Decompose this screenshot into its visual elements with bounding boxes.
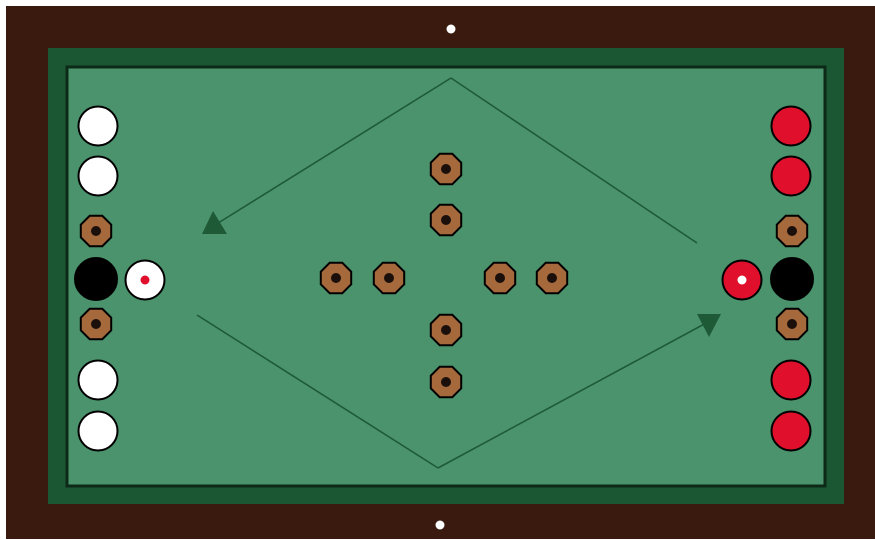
center-bumper-6	[537, 263, 567, 293]
black-piece-left[interactable]	[75, 258, 117, 300]
top-center-marker	[447, 25, 456, 34]
white-piece-4[interactable]	[79, 412, 118, 451]
white-piece-3[interactable]	[79, 361, 118, 400]
side-bumper-4	[777, 309, 807, 339]
white-cue-piece[interactable]	[126, 261, 165, 300]
bumper-core	[495, 273, 505, 283]
red-piece-1[interactable]	[772, 107, 811, 146]
center-bumper-2	[431, 205, 461, 235]
center-bumper-5	[485, 263, 515, 293]
side-bumper-1	[81, 216, 111, 246]
black-piece-right[interactable]	[771, 258, 813, 300]
bumper-core	[441, 377, 451, 387]
red-piece-4[interactable]	[772, 412, 811, 451]
bumper-core	[91, 226, 101, 236]
bumper-core	[91, 319, 101, 329]
bumper-core	[384, 273, 394, 283]
bumper-core	[441, 325, 451, 335]
side-bumper-3	[777, 216, 807, 246]
red-cue-dot	[738, 276, 747, 285]
white-cue-dot	[141, 276, 150, 285]
center-bumper-4	[374, 263, 404, 293]
bumper-core	[787, 319, 797, 329]
red-piece-3[interactable]	[772, 361, 811, 400]
red-piece-2[interactable]	[772, 157, 811, 196]
bumper-core	[441, 215, 451, 225]
bumper-core	[547, 273, 557, 283]
white-piece-1[interactable]	[79, 107, 118, 146]
bottom-center-marker	[436, 521, 445, 530]
bumper-core	[331, 273, 341, 283]
playing-surface	[67, 67, 825, 486]
bumper-core	[441, 164, 451, 174]
bumper-core	[787, 226, 797, 236]
white-piece-2[interactable]	[79, 157, 118, 196]
center-bumper-7	[431, 315, 461, 345]
red-cue-piece[interactable]	[723, 261, 762, 300]
center-bumper-3	[321, 263, 351, 293]
side-bumper-2	[81, 309, 111, 339]
center-bumper-8	[431, 367, 461, 397]
center-bumper-1	[431, 154, 461, 184]
